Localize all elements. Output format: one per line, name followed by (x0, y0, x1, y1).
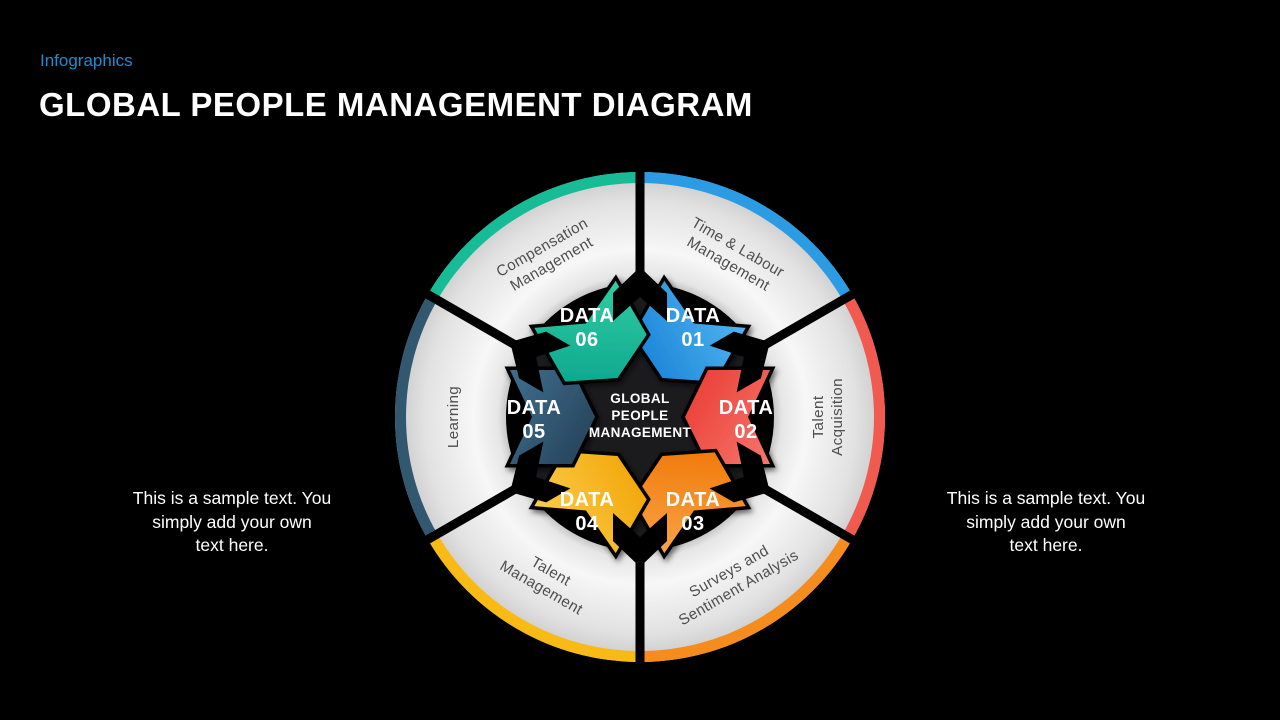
sector-compensation-management (427, 172, 640, 350)
sector-talent-acquisition (756, 294, 885, 540)
sector-divider (751, 478, 863, 548)
sector-talent-management (427, 484, 640, 662)
sample-text-line: This is a sample text. You (946, 488, 1146, 508)
outward-arrow-icon (613, 267, 667, 321)
sector-divider (751, 286, 863, 356)
sample-text-line: This is a sample text. You (132, 488, 332, 508)
outward-arrow-icon (510, 441, 571, 503)
data-arrow-number: 05 (522, 421, 545, 443)
sector-label-line: Acquisition (829, 378, 846, 456)
data-arrow-word: DATA (719, 397, 774, 419)
center-title-line: MANAGEMENT (589, 425, 692, 440)
sector-label-learning: Learning (445, 386, 462, 448)
outward-arrow-icon (709, 441, 770, 503)
sample-text-line: text here. (1009, 535, 1083, 555)
sector-label-line: Learning (445, 386, 462, 448)
sector-surveys-and-sentiment-analysis (640, 484, 853, 662)
data-arrow-number: 02 (734, 421, 757, 443)
page-title: GLOBAL PEOPLE MANAGEMENT DIAGRAM (39, 86, 753, 123)
sample-text-line: simply add your own (152, 511, 312, 532)
data-arrow-number: 03 (681, 513, 704, 535)
data-arrow-word: DATA (560, 489, 615, 511)
sample-text-left: This is a sample text. You simply add yo… (107, 487, 357, 558)
sample-text-right: This is a sample text. You simply add yo… (921, 487, 1171, 558)
outward-arrow-icon (613, 513, 667, 567)
data-arrow-number: 06 (575, 329, 598, 351)
outward-arrow-icon (709, 331, 770, 393)
sector-divider (417, 478, 529, 548)
outward-arrow-icon (510, 331, 571, 393)
center-title-line: GLOBAL (610, 391, 669, 406)
sector-learning (394, 294, 524, 540)
sector-divider (417, 286, 529, 356)
sector-time-labour-management (640, 172, 853, 350)
data-arrow-word: DATA (666, 489, 721, 511)
sector-rim-compensation-management (427, 172, 640, 300)
sample-text-line: text here. (195, 535, 269, 555)
kicker-label: Infographics (40, 51, 133, 70)
sector-rim-time-labour-management (640, 172, 853, 300)
data-arrow-word: DATA (666, 305, 721, 327)
data-arrow-word: DATA (560, 305, 615, 327)
center-title-line: PEOPLE (611, 408, 668, 423)
sector-rim-surveys-and-sentiment-analysis (640, 534, 853, 662)
sector-rim-talent-acquisition (842, 294, 885, 540)
center-title: GLOBAL PEOPLE MANAGEMENT (589, 391, 692, 440)
sector-label-line: Talent (810, 395, 827, 438)
data-arrow-number: 04 (575, 513, 599, 535)
sector-rim-learning (394, 294, 438, 540)
sector-rim-talent-management (427, 534, 640, 662)
sample-text-line: simply add your own (966, 511, 1126, 532)
data-arrow-word: DATA (507, 397, 562, 419)
data-arrow-number: 01 (681, 329, 704, 351)
